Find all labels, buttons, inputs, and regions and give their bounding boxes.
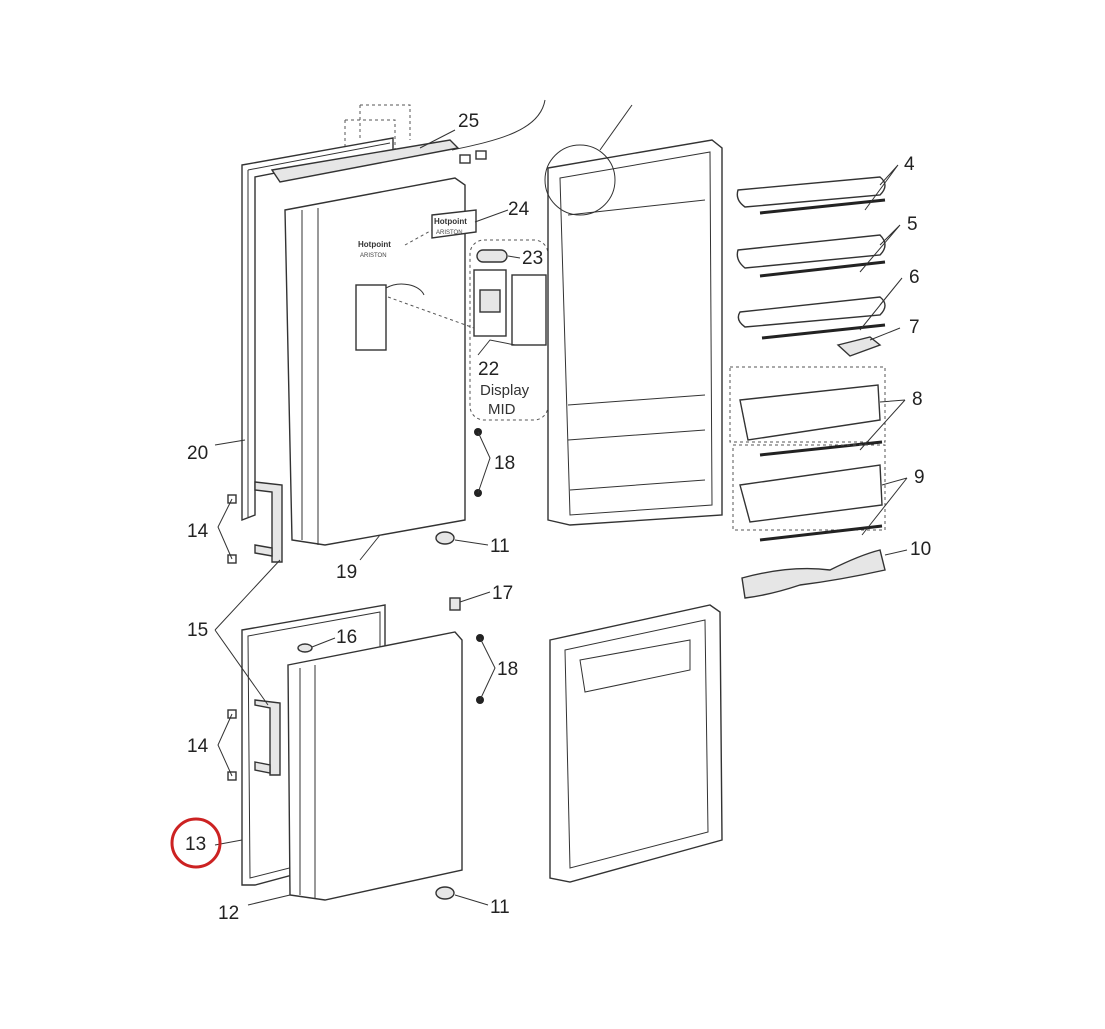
label-25: 25 [458, 111, 479, 132]
label-22: 22 [478, 359, 499, 380]
label-16: 16 [336, 627, 357, 648]
upper-door: Hotpoint ARISTON [284, 177, 466, 546]
top-hinge-dashed [344, 104, 411, 165]
freezer-inner-liner [549, 604, 723, 883]
upper-door-gasket [241, 137, 394, 522]
label-11-upper: 11 [490, 536, 510, 557]
label-20: 20 [187, 443, 208, 464]
label-15: 15 [187, 620, 208, 641]
label-14-lower: 14 [187, 736, 209, 757]
label-18-upper: 18 [494, 453, 515, 474]
label-12: 12 [218, 903, 239, 924]
part-labels: 25 24 23 22 Display MID 20 18 14 11 19 1… [185, 111, 931, 924]
badge-logo-brand: Hotpoint [434, 217, 467, 226]
label-8: 8 [912, 389, 923, 410]
door-logo-sub: ARISTON [360, 253, 387, 259]
label-19: 19 [336, 562, 357, 583]
label-7: 7 [909, 317, 920, 338]
bottom-hinge-upper [435, 531, 455, 545]
badge-logo-sub: ARISTON [436, 230, 463, 236]
logo-badge: Hotpoint ARISTON [404, 209, 477, 246]
label-5: 5 [907, 214, 918, 235]
display-model-label: MID [488, 401, 516, 418]
label-11-lower: 11 [490, 897, 510, 918]
label-6: 6 [909, 267, 920, 288]
leader-lines [214, 129, 908, 906]
door-logo-brand: Hotpoint [358, 240, 391, 249]
label-9: 9 [914, 467, 925, 488]
highlight-circle-part-13 [170, 817, 222, 869]
label-23: 23 [522, 248, 543, 269]
label-18-lower: 18 [497, 659, 518, 680]
fridge-inner-liner [544, 104, 723, 526]
label-14-upper: 14 [187, 521, 209, 542]
display-label: Display [480, 382, 530, 399]
label-17: 17 [492, 583, 513, 604]
door-top-trim [270, 99, 546, 183]
label-24: 24 [508, 199, 530, 220]
label-10: 10 [910, 539, 931, 560]
door-shelves [729, 176, 886, 599]
label-4: 4 [904, 154, 915, 175]
lower-door [287, 631, 463, 901]
label-13: 13 [185, 834, 206, 855]
display-group [387, 239, 549, 421]
